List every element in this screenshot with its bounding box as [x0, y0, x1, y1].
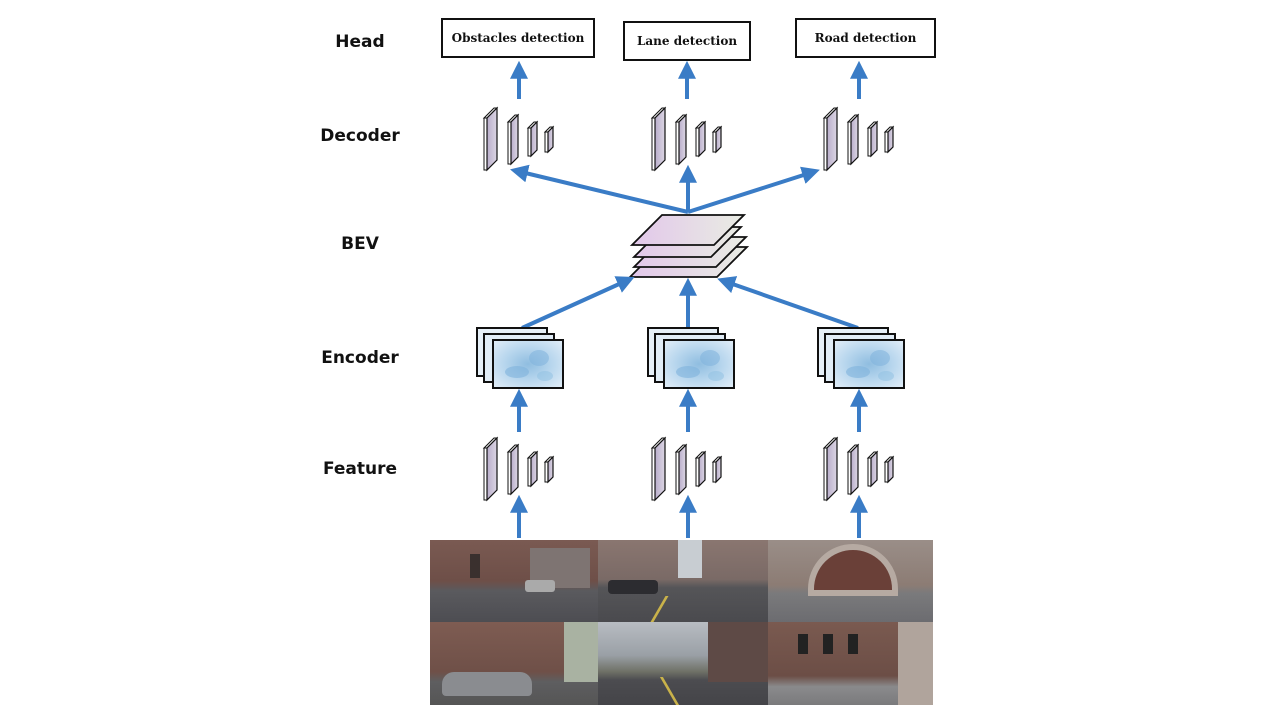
camera-back	[598, 622, 768, 705]
feature-block-left	[483, 437, 554, 501]
row-label-bev: BEV	[341, 234, 379, 254]
encoder-block-right	[817, 327, 905, 389]
arrow-encoder-right-to-bev	[717, 276, 859, 330]
head-label: Obstacles detection	[451, 31, 585, 45]
camera-back-left	[430, 622, 598, 705]
arrow-encoder-left-to-bev	[521, 276, 635, 330]
row-label-decoder: Decoder	[320, 126, 400, 146]
head-box-lane: Lane detection	[623, 21, 751, 61]
feature-block-center	[651, 437, 722, 501]
head-label: Lane detection	[636, 34, 738, 48]
feature-block-right	[823, 437, 894, 501]
camera-front	[598, 540, 768, 622]
surround-camera-images	[430, 540, 933, 705]
decoder-block-left	[483, 107, 554, 171]
camera-front-left	[430, 540, 598, 622]
arrow-bev-to-decoder-right	[687, 166, 820, 214]
encoder-block-left	[476, 327, 564, 389]
decoder-block-center	[651, 107, 722, 171]
head-label: Road detection	[814, 31, 917, 45]
row-label-head: Head	[335, 32, 385, 52]
head-box-road: Road detection	[795, 18, 936, 58]
head-box-obstacles: Obstacles detection	[441, 18, 595, 58]
row-label-feature: Feature	[322, 459, 398, 479]
camera-back-right	[768, 622, 933, 705]
bev-planes	[627, 214, 750, 278]
arrow-bev-to-decoder-left	[509, 164, 689, 214]
row-label-encoder: Encoder	[321, 348, 399, 368]
encoder-block-center	[647, 327, 735, 389]
decoder-block-right	[823, 107, 894, 171]
camera-front-right	[768, 540, 933, 622]
